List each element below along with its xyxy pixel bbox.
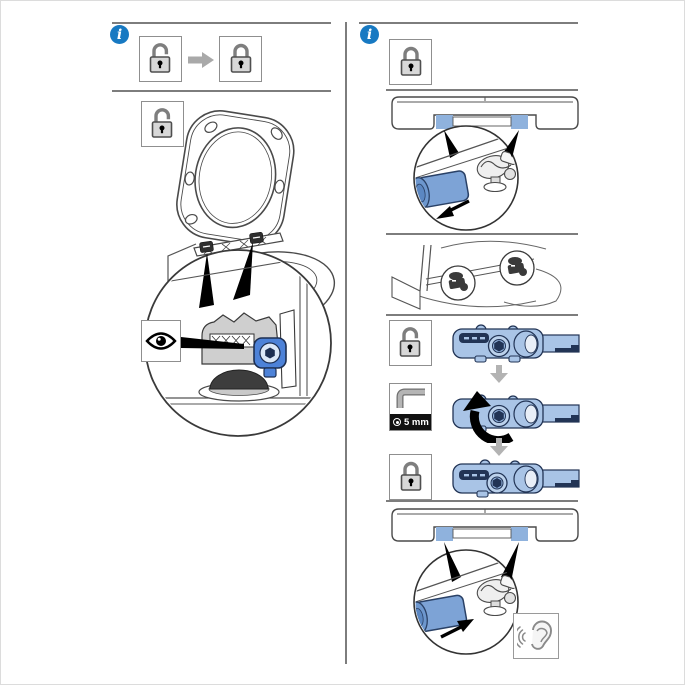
padlock-open-box — [139, 36, 182, 82]
right-panel-rule-3 — [386, 233, 578, 235]
hinge-highlight-circle — [499, 250, 535, 286]
locking-bolt — [253, 337, 287, 378]
eye-icon — [145, 332, 177, 350]
arrow-down-icon — [490, 438, 508, 456]
hinge-mechanism-unlocked — [452, 324, 580, 363]
hinge-socket-highlight — [511, 527, 528, 541]
rotate-arrow — [469, 409, 514, 443]
info-icon: i — [110, 25, 129, 44]
padlock-closed-icon — [230, 43, 251, 73]
info-icon: i — [360, 25, 379, 44]
seat-ring — [176, 110, 295, 246]
padlock-open-icon — [399, 327, 420, 357]
padlock-open-box — [141, 101, 184, 147]
hinge-locations-illustration — [391, 240, 562, 310]
callout-wedge — [501, 542, 519, 582]
pull-out-arrow — [436, 206, 454, 219]
right-panel-rule-5 — [386, 500, 578, 502]
hinge-mechanism-rotate — [452, 391, 580, 443]
left-panel-divider-rule — [112, 90, 331, 92]
left-panel-top-rule — [112, 22, 331, 24]
padlock-open-icon — [151, 108, 172, 138]
seat-install-illustration — [144, 110, 336, 437]
allen-key-icon — [396, 388, 425, 408]
allen-key-tool-box: 5 mm — [389, 383, 432, 431]
callout-wedge — [444, 542, 461, 582]
padlock-open-box — [389, 320, 432, 366]
right-panel-top-rule — [359, 22, 578, 24]
damper-insert-illustration — [391, 508, 579, 655]
tool-size-strip: 5 mm — [390, 414, 431, 430]
hinge-socket-highlight — [511, 115, 528, 129]
hinge-socket-highlight — [436, 115, 453, 129]
damper-remove-illustration — [391, 96, 579, 231]
padlock-closed-box — [389, 454, 432, 500]
listen-for-click-box — [513, 613, 559, 659]
rotate-arrow-head — [463, 391, 491, 411]
callout-wedge — [444, 130, 459, 158]
callout-wedge — [233, 242, 253, 300]
padlock-closed-box — [219, 36, 262, 82]
arrow-right-icon — [188, 52, 214, 68]
padlock-closed-box — [389, 39, 432, 85]
hinge-socket-highlight — [436, 527, 453, 541]
callout-wedge — [503, 130, 519, 158]
arrow-down-icon — [490, 365, 508, 383]
hinge-highlight-circle — [440, 265, 476, 301]
callout-wedge — [199, 253, 214, 308]
right-panel-rule-4 — [386, 314, 578, 316]
padlock-closed-icon — [400, 461, 421, 491]
damper-cylinder — [415, 170, 470, 210]
hex-socket-icon — [393, 418, 401, 426]
push-in-arrow — [457, 619, 474, 632]
hinge-detail — [147, 254, 329, 405]
right-panel-rule-2 — [386, 89, 578, 91]
visual-check-box — [141, 320, 181, 362]
eye-pointer-wedge — [181, 337, 244, 349]
panel-divider — [345, 22, 347, 664]
tool-size-label: 5 mm — [404, 416, 429, 428]
padlock-open-icon — [149, 43, 170, 73]
padlock-closed-icon — [400, 46, 421, 76]
hinge-mechanism-locked — [452, 459, 580, 498]
ear-icon — [517, 620, 552, 650]
